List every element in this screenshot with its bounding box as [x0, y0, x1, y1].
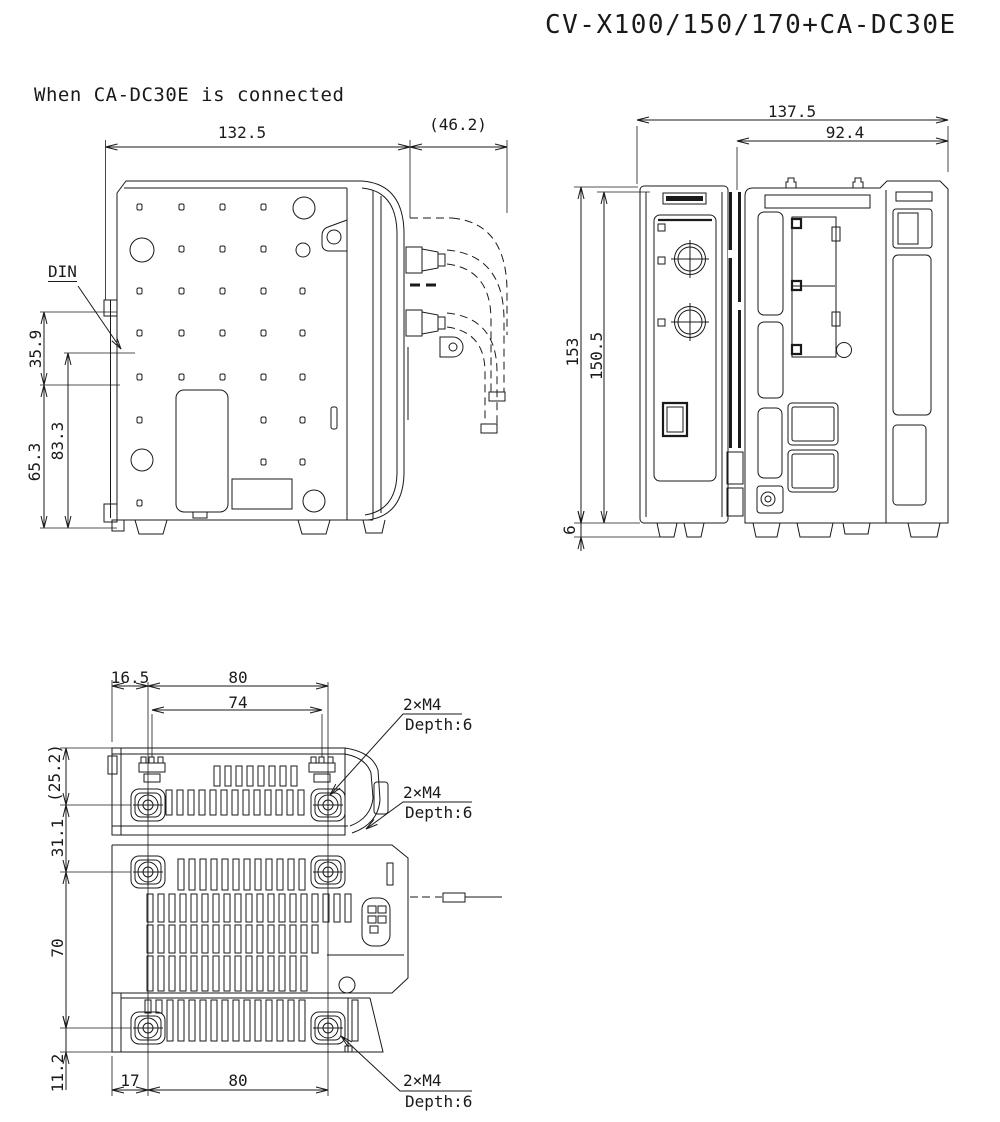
drawing-subtitle: When CA-DC30E is connected [34, 84, 345, 106]
dim-side-lower-height: 65.3 [25, 442, 44, 482]
strip-vents [165, 765, 305, 816]
dim-side-din-top: 35.9 [26, 329, 45, 369]
din-rail-label: DIN [48, 262, 77, 282]
dim-bottom-hole-offset: 31.1 [48, 818, 67, 858]
screw-note-3-line2: Depth:6 [405, 1092, 473, 1111]
dim-front-controller-width: 92.4 [825, 123, 865, 142]
dim-side-din-bottom: 83.3 [48, 421, 67, 461]
dim-front-overall-width: 137.5 [767, 102, 817, 121]
screw-note-2-line2: Depth:6 [405, 803, 473, 822]
screw-note-2-line1: 2×M4 [403, 783, 442, 802]
side-view [104, 181, 507, 534]
front-view [640, 178, 948, 537]
dim-side-overall-width: 132.5 [217, 123, 267, 142]
bottom-view [108, 748, 502, 1052]
dim-bottom-hole-pitch-bottom: 80 [228, 1071, 248, 1090]
drawing-title: CV-X100/150/170+CA-DC30E [545, 10, 957, 40]
dim-bottom-edge-to-hole: 16.5 [110, 668, 150, 687]
dim-front-foot-height: 6 [560, 525, 579, 535]
dimension-lines [40, 120, 948, 1096]
screw-note-3-line1: 2×M4 [403, 1071, 442, 1090]
dim-bottom-hole-pitch-vertical: 70 [48, 938, 67, 958]
dim-side-cable-clearance: (46.2) [429, 115, 487, 134]
dim-bottom-hole-to-edge: 11.2 [48, 1053, 67, 1093]
dim-bottom-ref-depth: (25.2) [45, 744, 64, 802]
dim-front-body-height: 150.5 [587, 331, 606, 381]
dim-bottom-edge-to-hole-bottom: 17 [120, 1071, 140, 1090]
lower-vents [144, 999, 359, 1042]
dim-bottom-hole-pitch-top: 80 [228, 668, 248, 687]
dim-bottom-tab-pitch: 74 [228, 693, 248, 712]
side-vent-marks [136, 203, 306, 507]
dim-front-overall-height: 153 [563, 337, 582, 367]
screw-note-1-line1: 2×M4 [403, 695, 442, 714]
screw-note-1-line2: Depth:6 [405, 715, 473, 734]
